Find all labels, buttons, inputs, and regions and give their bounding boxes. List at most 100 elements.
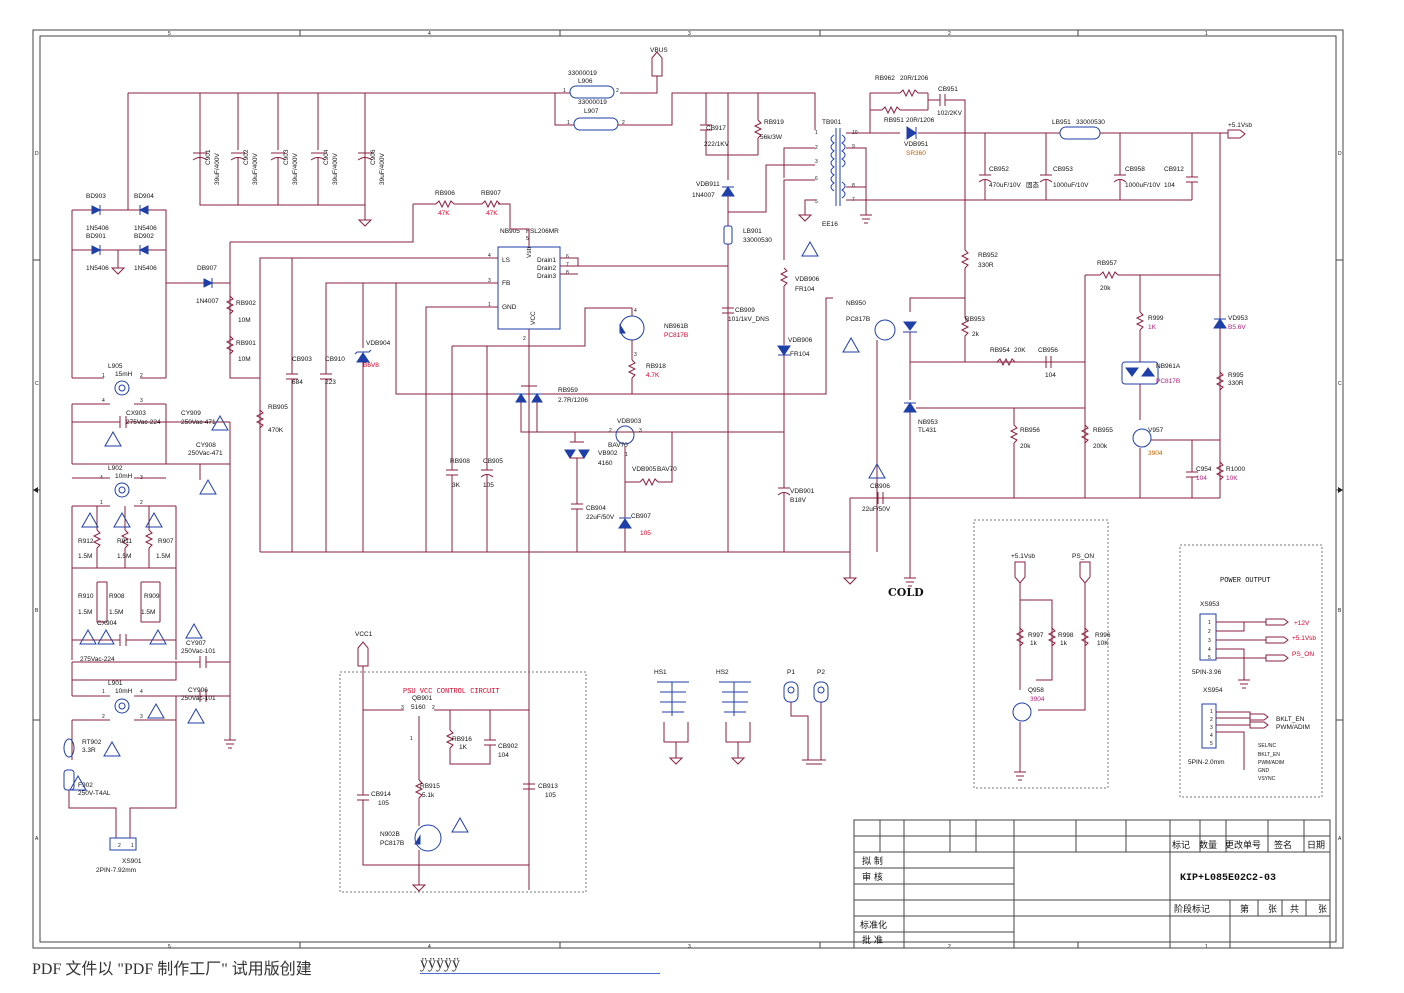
ref: L902: [108, 465, 123, 472]
ref: CB958: [1125, 166, 1145, 173]
ref: C904: [323, 149, 330, 165]
pin-vstr: Vstr: [526, 246, 533, 258]
ref: N902B: [380, 831, 400, 838]
ref: C954: [1196, 466, 1212, 473]
svg-text:3: 3: [815, 159, 818, 165]
ref: NB961A: [1156, 363, 1181, 370]
ref: C902: [243, 149, 250, 165]
ref: RB962: [875, 75, 895, 82]
value: 56k/3W: [760, 134, 783, 141]
value: B6V8: [363, 362, 379, 369]
svg-text:4: 4: [634, 308, 637, 314]
ref: CB902: [498, 743, 518, 750]
out-12v: +12V: [1294, 620, 1310, 627]
svg-text:6: 6: [566, 254, 569, 260]
ref: VDB906: [795, 276, 820, 283]
ref: CB953: [1053, 166, 1073, 173]
svg-text:3: 3: [140, 398, 143, 404]
ref: CB912: [1164, 166, 1184, 173]
row-label: B: [35, 608, 39, 614]
svg-text:BKLT_EN: BKLT_EN: [1258, 752, 1280, 758]
svg-text:2: 2: [140, 373, 143, 379]
warning-icon: [69, 240, 886, 833]
vbus-label: VBUS: [650, 47, 668, 54]
svg-text:1: 1: [410, 736, 413, 742]
ref: RB951: [884, 117, 904, 124]
value: 4.7K: [646, 372, 660, 379]
value: 22uF/50V: [862, 506, 891, 513]
svg-text:1: 1: [563, 88, 566, 94]
value: 33000530: [743, 237, 772, 244]
svg-text:8: 8: [852, 183, 855, 189]
ic-ref: FSL206MR: [526, 228, 559, 235]
value: 250Vac-101: [181, 648, 216, 655]
svg-text:9: 9: [852, 144, 855, 150]
ref: VDB905: [632, 466, 657, 473]
pin-vcc: VCC: [530, 311, 537, 325]
col-label: 5: [168, 944, 171, 950]
ref: BD902: [134, 233, 154, 240]
ref: CB951: [938, 86, 958, 93]
ref: RB918: [646, 363, 666, 370]
ref: VDB951: [904, 141, 929, 148]
sheet: 共: [1290, 904, 1299, 915]
value: 470uF/10V: [989, 182, 1021, 189]
hdr: 日期: [1307, 840, 1325, 851]
bulk-caps: [192, 93, 373, 227]
psu-vcc-control: PSU VCC CONTROL CIRCUIT VCC1 QB901 5160 …: [339, 631, 587, 893]
value: 10M: [238, 317, 251, 324]
value: 275Vac-224: [80, 656, 115, 663]
connector-notes: SEL/NC BKLT_EN PWM/ADIM GND VSYNC: [1258, 743, 1284, 782]
pdf-footer-link[interactable]: ÿÿÿÿÿ: [420, 955, 660, 974]
power-output: POWER OUTPUT XS953 12 345 5PIN-3.96 +12V…: [1179, 544, 1323, 798]
value: 104: [1045, 372, 1056, 379]
value: PC817B: [380, 840, 404, 847]
ref: QB901: [412, 695, 433, 702]
row-label: A: [35, 836, 39, 842]
ref: R995: [1228, 372, 1244, 379]
ref: VD953: [1228, 315, 1248, 322]
value: 1.5M: [141, 609, 155, 616]
value: 5PIN-2.0mm: [1188, 759, 1224, 766]
value: 275Vac-224: [126, 419, 161, 426]
ref: RB959: [558, 387, 578, 394]
value: 39uF/400V: [214, 153, 221, 185]
pin-gnd: GND: [502, 304, 517, 311]
ref: CB910: [325, 356, 345, 363]
value: 1.5M: [109, 609, 123, 616]
ref: R996: [1095, 632, 1111, 639]
value: 20k: [1100, 285, 1111, 292]
ref: CB903: [292, 356, 312, 363]
svg-text:1: 1: [102, 689, 105, 695]
col-label: 1: [1205, 944, 1208, 950]
ref: R907: [158, 538, 174, 545]
col-label: 2: [948, 944, 951, 950]
svg-text:2: 2: [815, 145, 818, 151]
row: 审 核: [862, 871, 883, 883]
pin-ls: LS: [502, 257, 511, 264]
drawing-border: 5 4 3 2 1 5 4 3 2 1 D C B A D C B A: [32, 29, 1344, 950]
value: 3904: [1148, 450, 1163, 457]
value: 10mH: [115, 473, 133, 480]
svg-text:1: 1: [815, 130, 818, 136]
ref: VDB903: [617, 418, 642, 425]
ref: CB914: [371, 791, 391, 798]
value: 222/1KV: [704, 141, 730, 148]
value: 39uF/400V: [332, 153, 339, 185]
svg-text:5: 5: [815, 199, 818, 205]
svg-text:2: 2: [616, 88, 619, 94]
ref: RB952: [978, 252, 998, 259]
pin-fb: FB: [502, 280, 510, 287]
svg-text:1: 1: [567, 120, 570, 126]
value: 33000530: [1076, 119, 1105, 126]
ref: L906: [578, 78, 593, 85]
value: 101/1kV_DNS: [728, 316, 770, 323]
ref: RB907: [481, 190, 501, 197]
value: TL431: [918, 427, 937, 434]
value: 250Vac-101: [181, 695, 216, 702]
ref: LB901: [743, 228, 762, 235]
ref: RB955: [1093, 427, 1113, 434]
ref: C901: [205, 149, 212, 165]
value: PC817B: [664, 332, 688, 339]
value: 39uF/400V: [252, 153, 259, 185]
